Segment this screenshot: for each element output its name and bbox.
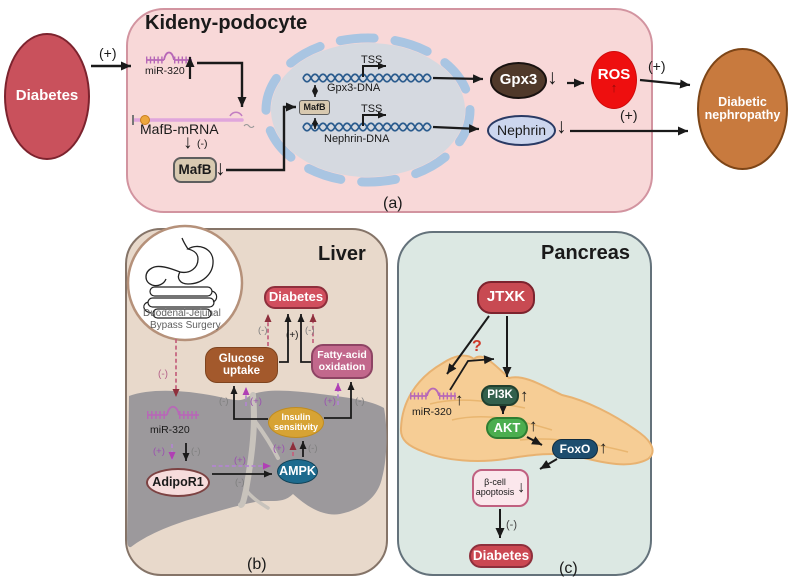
fatty-line1: Fatty-acid — [317, 349, 367, 362]
mir320-label-a: miR-320 — [145, 65, 185, 77]
nuclear-mafb-label: MafB — [303, 101, 326, 112]
panel-b-tag: (b) — [247, 556, 267, 573]
nephrin-node: Nephrin — [487, 115, 556, 146]
panel-a-tag: (a) — [383, 195, 403, 212]
plus-label-adipor1-ampk: (+) — [234, 455, 246, 466]
question-mark-label: ? — [472, 338, 482, 355]
plus-label-fatty: (+) — [324, 396, 336, 407]
plus-label-ros: (+) — [648, 58, 666, 74]
gpx3-node: Gpx3 — [490, 62, 547, 99]
plus-label-mir-adipor1: (+) — [153, 446, 165, 457]
jtxk-node: JTXK — [477, 281, 535, 314]
plus-label-glucose: (+) — [250, 396, 262, 407]
minus-label-mir-adipor1: (-) — [191, 446, 201, 457]
minus-label-surgery: (-) — [158, 369, 168, 380]
adipor1-node: AdipoR1 — [146, 468, 210, 497]
plus-label-nephrin: (+) — [620, 107, 638, 123]
diabetes-node-c: Diabetes — [469, 544, 533, 568]
mafb-label: MafB — [178, 161, 212, 177]
minus-label-adipor1-ampk: (-) — [235, 477, 245, 488]
gpx3-down-arrow: ↓ — [547, 66, 558, 89]
minus-label-bcell-diabetes: (-) — [506, 519, 517, 531]
diabetes-label-a: Diabetes — [15, 87, 79, 105]
minus-label-mrna: (-) — [197, 138, 208, 150]
ros-label: ROS — [597, 65, 631, 83]
minus-label-insulin-glucose: (-) — [219, 396, 229, 407]
glucose-line1: Glucose — [218, 352, 265, 365]
bcell-line1: β-cell — [484, 477, 506, 488]
panel-a-title: Kideny-podocyte — [145, 12, 308, 34]
pi3k-node: PI3K — [481, 385, 519, 406]
ros-node: ROS ↑ — [591, 51, 637, 109]
ampk-node: AMPK — [277, 459, 318, 484]
diabetes-label-b: Diabetes — [268, 289, 324, 305]
mafb-down-arrow: ↓ — [215, 157, 226, 180]
glucose-uptake-node: Glucose uptake — [205, 347, 278, 383]
fatty-acid-oxidation-node: Fatty-acid oxidation — [311, 344, 373, 379]
bcell-line2: apoptosis — [475, 487, 515, 497]
foxo-up-arrow: ↑ — [599, 438, 608, 457]
akt-node: AKT — [486, 417, 528, 439]
mafb-node: MafB — [173, 157, 217, 183]
mafb-mrna-label: MafB-mRNA — [140, 121, 219, 137]
glucose-line2: uptake — [222, 365, 261, 377]
surgery-label-line2: Bypass Surgery — [150, 320, 221, 331]
beta-cell-apoptosis-node: β-cell apoptosis ↓ — [472, 469, 529, 507]
adipor1-label: AdipoR1 — [152, 474, 204, 489]
jtxk-label: JTXK — [486, 288, 526, 306]
foxo-node: FoxO — [552, 439, 598, 459]
gpx3-label: Gpx3 — [499, 71, 538, 89]
panel-c-title: Pancreas — [541, 242, 630, 264]
mrna-down-arrow: ↓ — [183, 132, 193, 153]
nephrin-dna-label: Nephrin-DNA — [324, 133, 390, 145]
pi3k-up-arrow: ↑ — [520, 386, 529, 405]
mir320-up-arrow-c: ↑ — [455, 390, 464, 409]
mir320-label-b: miR-320 — [150, 424, 190, 436]
insulin-line2: sensitivity — [273, 421, 319, 432]
beta-cell-text: β-cell apoptosis — [476, 478, 515, 497]
panel-c-tag: (c) — [559, 560, 578, 577]
minus-label-insulin-fatty: (-) — [355, 396, 365, 407]
plus-label-diabetes: (+) — [286, 330, 299, 341]
insulin-sensitivity-node: Insulin sensitivity — [268, 407, 324, 438]
gpx3-dna-label: Gpx3-DNA — [327, 82, 381, 94]
nephrin-label: Nephrin — [496, 121, 547, 138]
plus-label-ampk-insulin: (+) — [273, 443, 285, 454]
foxo-label: FoxO — [559, 441, 591, 456]
diabetes-label-c: Diabetes — [472, 547, 530, 563]
minus-label-ampk-insulin: (-) — [308, 443, 318, 454]
bcell-down-arrow: ↓ — [517, 479, 526, 497]
mir320-label-c: miR-320 — [412, 406, 452, 418]
fatty-line2: oxidation — [318, 360, 366, 373]
tss1-label: TSS — [361, 54, 383, 66]
diabetic-nephropathy-node: Diabetic nephropathy — [697, 48, 788, 170]
ros-up-arrow: ↑ — [610, 79, 618, 95]
ampk-label: AMPK — [279, 463, 316, 478]
surgery-label-line1: Duodenal-Jejunal — [143, 308, 221, 319]
plus-label-diabetes-entry: (+) — [99, 45, 117, 61]
minus-label-fatty-diabetes: (-) — [305, 325, 315, 336]
pi3k-label: PI3K — [487, 389, 513, 402]
diabetes-node-a: Diabetes — [4, 33, 90, 160]
nephropathy-line2: nephropathy — [704, 108, 781, 122]
nephropathy-line1: Diabetic — [718, 94, 767, 109]
minus-label-glucose-diabetes: (-) — [258, 325, 268, 336]
diabetes-node-b: Diabetes — [264, 286, 328, 309]
tss2-label: TSS — [361, 103, 383, 115]
akt-up-arrow: ↑ — [529, 416, 538, 435]
nuclear-mafb-node: MafB — [299, 100, 330, 115]
akt-label: AKT — [493, 419, 521, 435]
panel-b-title: Liver — [318, 243, 366, 265]
nephrin-down-arrow: ↓ — [556, 115, 567, 138]
